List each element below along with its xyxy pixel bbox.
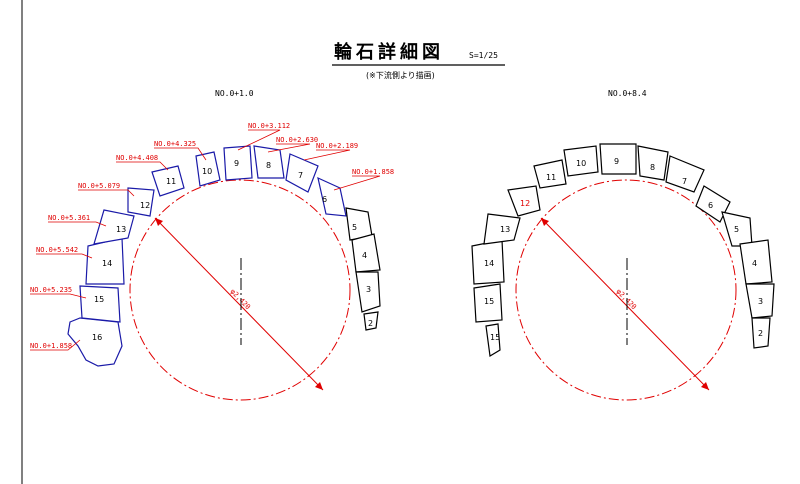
left-num-13: 13 xyxy=(116,225,126,234)
left-num-11: 11 xyxy=(166,177,176,186)
station-label-10: NO.0+4.325 xyxy=(154,140,196,148)
left-num-3: 3 xyxy=(366,285,371,294)
stone-r3 xyxy=(745,283,775,319)
right-diameter-label: φ2,420 xyxy=(615,287,638,311)
left-section-name: NO.0+1.0 xyxy=(215,89,254,98)
stone-11 xyxy=(151,165,185,197)
stone-6 xyxy=(317,176,347,217)
left-survey-stones xyxy=(67,145,347,367)
stone-10 xyxy=(195,151,221,187)
stone-r13 xyxy=(483,213,521,245)
right-stones xyxy=(471,143,775,357)
left-num-9: 9 xyxy=(234,159,239,168)
drawing-scale: S=1/25 xyxy=(469,51,498,60)
right-num-8: 8 xyxy=(650,163,655,172)
stone-15 xyxy=(79,285,121,323)
right-num-12: 12 xyxy=(520,199,530,208)
stone-r7 xyxy=(665,155,705,193)
right-arch: φ2,420 15 15 14 13 12 11 10 9 8 7 xyxy=(471,143,775,401)
station-label-8: NO.0+2.630 xyxy=(276,136,318,144)
left-num-15: 15 xyxy=(94,295,104,304)
left-diameter-label: φ2,420 xyxy=(229,287,252,311)
left-arch: φ2,420 16 15 14 13 12 11 xyxy=(30,122,394,401)
stone-13 xyxy=(93,209,135,245)
left-station-leaders xyxy=(30,129,381,351)
drawing-note: (※下流側より描画) xyxy=(366,70,435,80)
right-num-6: 6 xyxy=(708,201,713,210)
left-arrow-top xyxy=(155,218,163,226)
right-num-9: 9 xyxy=(614,157,619,166)
left-num-10: 10 xyxy=(202,167,212,176)
stone-2 xyxy=(363,311,379,331)
right-arrow-top xyxy=(541,218,549,226)
stone-16 xyxy=(67,317,123,367)
left-num-6: 6 xyxy=(322,195,327,204)
right-diameter-line xyxy=(540,217,710,391)
right-arrow-bottom xyxy=(701,382,709,390)
drawing-title: 輪石詳細図 xyxy=(334,41,444,63)
right-num-15: 15 xyxy=(484,297,494,306)
right-section-name: NO.0+8.4 xyxy=(608,89,647,98)
left-num-12: 12 xyxy=(140,201,150,210)
stone-9 xyxy=(223,145,253,181)
stone-r8 xyxy=(637,145,669,181)
left-diameter-line xyxy=(154,217,324,391)
left-num-8: 8 xyxy=(266,161,271,170)
stone-r2 xyxy=(751,317,771,349)
stone-r12 xyxy=(507,185,541,217)
stone-4 xyxy=(351,233,381,273)
right-num-7: 7 xyxy=(682,177,687,186)
stone-12 xyxy=(127,187,155,217)
stone-r11 xyxy=(533,159,567,189)
stone-r15 xyxy=(473,283,503,323)
station-label-9: NO.0+3.112 xyxy=(248,122,290,130)
stone-3 xyxy=(355,271,381,313)
right-num-5: 5 xyxy=(734,225,739,234)
stone-r10 xyxy=(563,145,599,177)
right-num-10: 10 xyxy=(576,159,586,168)
left-design-stones xyxy=(345,207,381,331)
station-label-11: NO.0+4.408 xyxy=(116,154,158,162)
station-label-7: NO.0+2.189 xyxy=(316,142,358,150)
left-arrow-bottom xyxy=(315,382,323,390)
station-label-6: NO.0+1.858 xyxy=(352,168,394,176)
left-num-5: 5 xyxy=(352,223,357,232)
right-num-13: 13 xyxy=(500,225,510,234)
left-num-14: 14 xyxy=(102,259,112,268)
right-num-2: 2 xyxy=(758,329,763,338)
left-num-16: 16 xyxy=(92,333,102,342)
stone-r9 xyxy=(599,143,637,175)
right-num-14: 14 xyxy=(484,259,494,268)
station-label-16: NO.0+1.858 xyxy=(30,342,72,350)
right-num-11: 11 xyxy=(546,173,556,182)
right-design-circle xyxy=(515,179,737,401)
left-num-2: 2 xyxy=(368,319,373,328)
station-label-13: NO.0+5.361 xyxy=(48,214,90,222)
station-label-15: NO.0+5.235 xyxy=(30,286,72,294)
left-num-4: 4 xyxy=(362,251,367,260)
right-num-3: 3 xyxy=(758,297,763,306)
left-num-7: 7 xyxy=(298,171,303,180)
stone-r15b xyxy=(485,323,501,357)
stone-8 xyxy=(253,145,285,179)
left-design-circle xyxy=(129,179,351,401)
stone-r6 xyxy=(695,185,731,223)
stone-7 xyxy=(285,153,319,193)
station-label-12: NO.0+5.079 xyxy=(78,182,120,190)
stone-r4 xyxy=(739,239,773,285)
right-num-4: 4 xyxy=(752,259,757,268)
station-label-14: NO.0+5.542 xyxy=(36,246,78,254)
right-num-15b: 15 xyxy=(490,333,500,342)
